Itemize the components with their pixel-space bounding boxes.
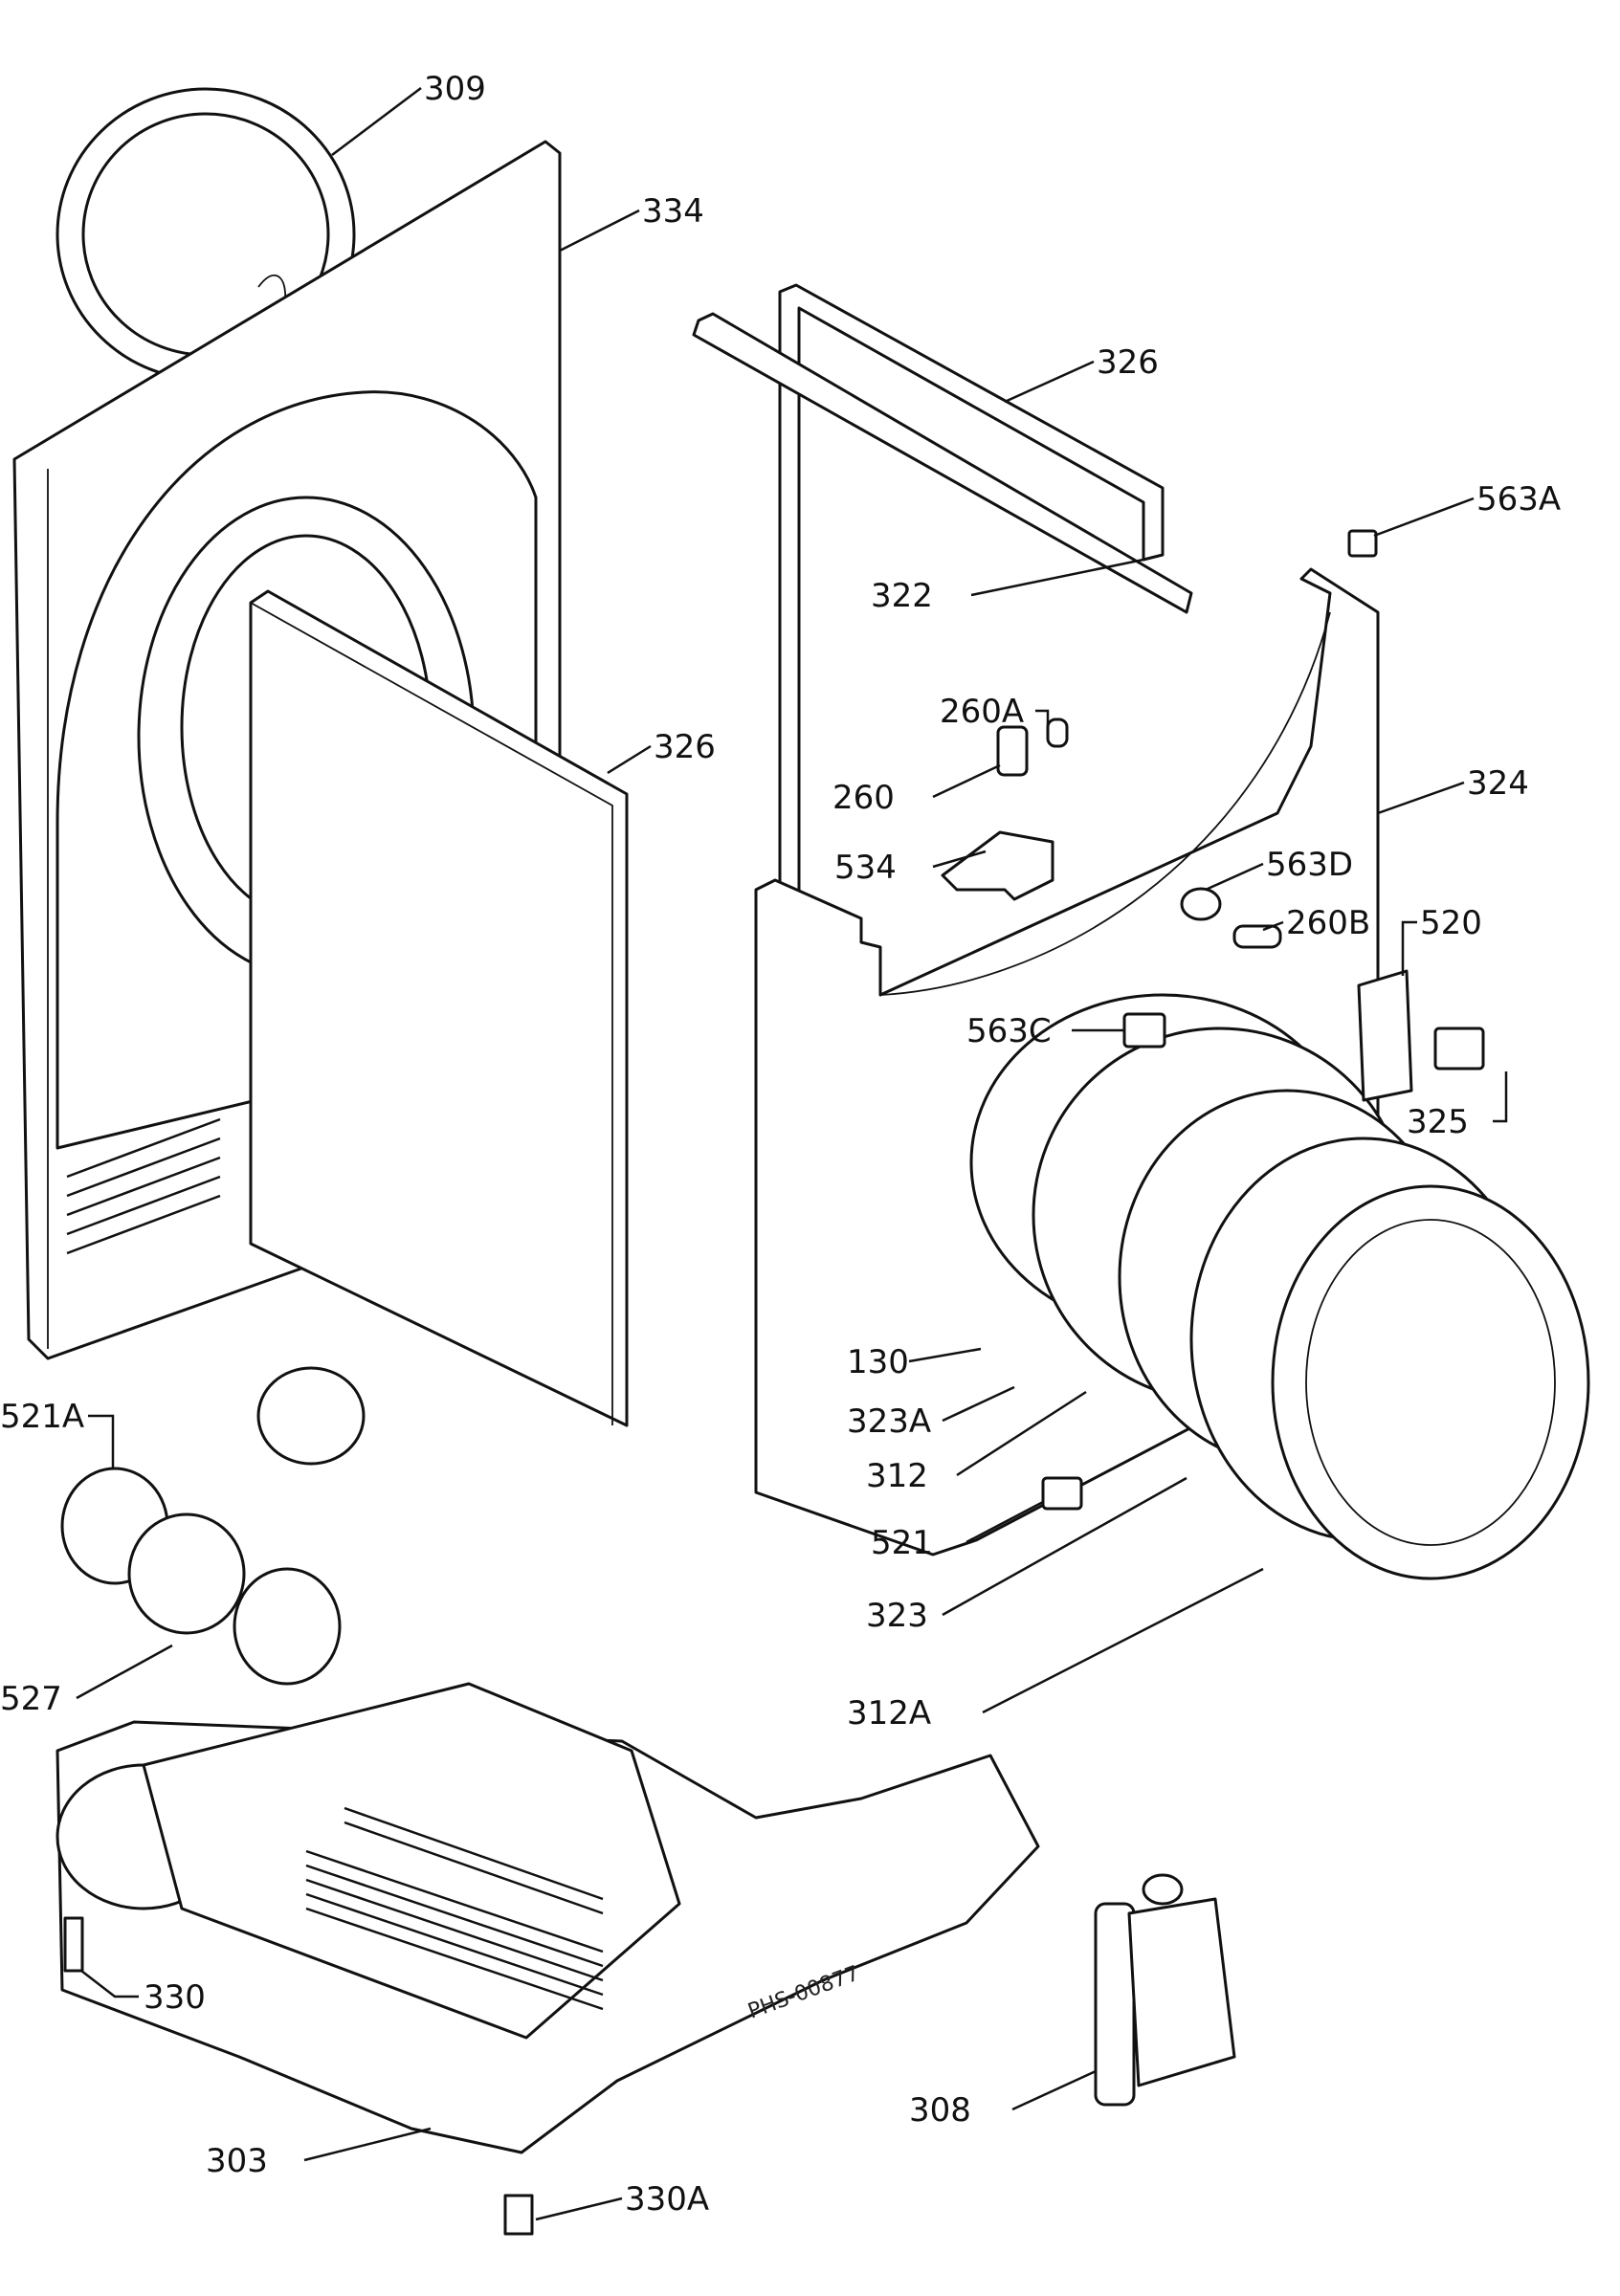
callout-260A: 260A [940, 693, 1024, 731]
callout-521A: 521A [0, 1398, 84, 1436]
callout-324: 324 [1467, 764, 1529, 803]
leader-lines [76, 87, 1508, 2221]
callout-325: 325 [1407, 1103, 1469, 1141]
part-325-latch [1433, 1027, 1485, 1071]
part-563A-clip [1347, 529, 1378, 558]
callout-308: 308 [909, 2091, 971, 2130]
part-309-seal-ring [55, 87, 356, 382]
callout-326-mid: 326 [654, 728, 716, 766]
callout-labels: 309 334 326 563A 322 260A 326 260 324 53… [0, 70, 1561, 2219]
callout-563C: 563C [966, 1012, 1052, 1050]
part-260B-spring [1232, 924, 1282, 949]
part-330A-foot [503, 2194, 534, 2236]
front-door-assembly [969, 993, 1590, 1580]
part-534-catch [941, 830, 1054, 901]
callout-323: 323 [866, 1597, 928, 1635]
part-303-base: PHS-00877 [55, 1682, 1040, 2154]
callout-260B: 260B [1286, 904, 1370, 942]
small-parts [63, 529, 1485, 2236]
callout-303: 303 [206, 2142, 268, 2180]
callout-309: 309 [424, 70, 486, 108]
callout-563A: 563A [1476, 480, 1561, 519]
part-521A-527-duct-rings [60, 1467, 342, 1686]
callout-330: 330 [144, 1978, 206, 2017]
part-260A-cap [1046, 718, 1069, 748]
part-520-handle [1357, 969, 1413, 1102]
callout-312: 312 [866, 1457, 928, 1495]
callout-527: 527 [0, 1680, 62, 1718]
base-grille [305, 1806, 604, 2011]
callout-130: 130 [847, 1343, 909, 1381]
part-563C-clip [1122, 1012, 1166, 1049]
rear-panel-louvres [66, 1117, 221, 1255]
callout-322: 322 [871, 577, 933, 615]
part-521-clip [1041, 1476, 1083, 1511]
callout-534: 534 [834, 849, 897, 887]
callout-521: 521 [871, 1524, 933, 1562]
part-308-hinge [1094, 1873, 1236, 2107]
callout-563D: 563D [1266, 846, 1353, 884]
callout-334: 334 [642, 192, 704, 231]
callout-323A: 323A [847, 1402, 931, 1441]
part-260-spring [996, 725, 1029, 777]
callout-520: 520 [1420, 904, 1482, 942]
callout-330A: 330A [625, 2180, 709, 2219]
callout-312A: 312A [847, 1694, 931, 1733]
callout-326-top: 326 [1097, 343, 1159, 382]
callout-260: 260 [832, 779, 895, 817]
part-326-side-panel [249, 589, 629, 1466]
part-330-foot [63, 1916, 84, 1973]
part-563D-plug [1180, 887, 1222, 921]
